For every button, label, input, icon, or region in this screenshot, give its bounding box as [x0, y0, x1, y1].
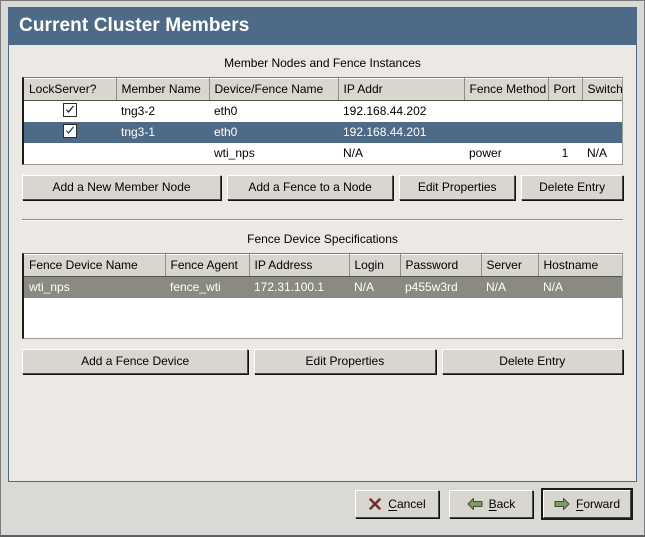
cell-lockserver[interactable] — [24, 100, 116, 122]
member-nodes-body: tng3-2 eth0 192.168.44.202 — [24, 100, 622, 164]
forward-mnemonic: F — [575, 496, 584, 511]
fence-devices-title: Fence Device Specifications — [247, 232, 398, 246]
cell-port[interactable]: 1 — [548, 142, 582, 164]
forward-button[interactable]: Forward — [540, 487, 634, 520]
cell-fence-method[interactable]: power — [464, 142, 548, 164]
edit-properties-button-members[interactable]: Edit Properties — [399, 175, 516, 200]
cell-ip-addr[interactable]: N/A — [338, 142, 464, 164]
cell-device-fence-name[interactable]: eth0 — [209, 121, 338, 143]
column-header-ip-address[interactable]: IP Address — [249, 254, 350, 277]
member-nodes-table-container[interactable]: LockServer? Member Name Device/Fence Nam… — [22, 77, 623, 165]
delete-entry-button-fence[interactable]: Delete Entry — [441, 349, 623, 374]
back-label-rest: ack — [496, 496, 516, 511]
member-nodes-button-row: Add a New Member Node Add a Fence to a N… — [9, 165, 636, 200]
cell-member-name[interactable] — [116, 142, 209, 164]
dialog-titlebar: Current Cluster Members — [8, 7, 637, 45]
cancel-button[interactable]: Cancel — [354, 489, 439, 518]
cell-port[interactable] — [548, 100, 582, 122]
table-row[interactable]: wti_nps N/A power 1 N/A — [24, 142, 622, 164]
cell-ip-addr[interactable]: 192.168.44.202 — [338, 100, 464, 122]
cell-port[interactable] — [548, 121, 582, 143]
cancel-x-icon — [368, 497, 382, 511]
add-fence-to-node-button[interactable]: Add a Fence to a Node — [227, 175, 394, 200]
dialog-content: Member Nodes and Fence Instances — [8, 45, 637, 482]
cell-switch[interactable]: N/A — [582, 142, 622, 164]
fence-devices-body: wti_nps fence_wti 172.31.100.1 N/A p455w… — [24, 276, 622, 298]
cell-server[interactable]: N/A — [481, 276, 538, 298]
column-header-switch[interactable]: Switch — [582, 78, 622, 101]
cancel-label-rest: ancel — [396, 496, 426, 511]
add-fence-device-button[interactable]: Add a Fence Device — [22, 349, 249, 374]
column-header-server[interactable]: Server — [481, 254, 539, 277]
cell-ip-addr[interactable]: 192.168.44.201 — [338, 121, 464, 143]
add-new-member-node-button[interactable]: Add a New Member Node — [22, 175, 222, 200]
cell-member-name[interactable]: tng3-2 — [116, 100, 209, 122]
cell-fence-agent[interactable]: fence_wti — [165, 276, 249, 298]
member-nodes-section: Member Nodes and Fence Instances — [9, 45, 636, 165]
cell-fence-method[interactable] — [464, 121, 548, 143]
delete-entry-button-members[interactable]: Delete Entry — [521, 175, 623, 200]
column-header-lockserver[interactable]: LockServer? — [24, 78, 117, 101]
table-row[interactable]: tng3-1 eth0 192.168.44.201 — [24, 121, 622, 143]
cell-fence-method[interactable] — [464, 100, 548, 122]
fence-devices-button-row: Add a Fence Device Edit Properties Delet… — [9, 339, 636, 374]
fence-devices-section: Fence Device Specifications Fenc — [9, 221, 636, 339]
column-header-fence-method[interactable]: Fence Method — [464, 78, 549, 101]
column-header-login[interactable]: Login — [349, 254, 401, 277]
column-header-member-name[interactable]: Member Name — [116, 78, 210, 101]
cell-lockserver[interactable] — [24, 142, 116, 164]
fence-devices-table: Fence Device Name Fence Agent IP Address… — [24, 254, 622, 298]
forward-label-rest: orward — [583, 496, 620, 511]
table-row[interactable]: wti_nps fence_wti 172.31.100.1 N/A p455w… — [24, 276, 622, 298]
fence-devices-table-container[interactable]: Fence Device Name Fence Agent IP Address… — [22, 253, 623, 339]
column-header-password[interactable]: Password — [400, 254, 482, 277]
column-header-fence-agent[interactable]: Fence Agent — [165, 254, 250, 277]
column-header-ip-addr[interactable]: IP Addr — [338, 78, 465, 101]
member-nodes-title: Member Nodes and Fence Instances — [224, 56, 421, 70]
checkbox-checked-icon[interactable] — [63, 124, 77, 138]
cell-fence-device-name[interactable]: wti_nps — [24, 276, 165, 298]
arrow-right-icon — [554, 497, 570, 511]
cell-device-fence-name[interactable]: wti_nps — [209, 142, 338, 164]
member-nodes-table: LockServer? Member Name Device/Fence Nam… — [24, 78, 622, 164]
back-button[interactable]: Back — [448, 489, 533, 518]
cell-switch[interactable] — [582, 121, 622, 143]
checkbox-checked-icon[interactable] — [63, 103, 77, 118]
section-separator — [22, 219, 623, 221]
dialog-footer: Cancel Back Forward — [1, 482, 644, 535]
cancel-button-label: Cancel — [388, 497, 425, 511]
cell-password[interactable]: p455w3rd — [400, 276, 481, 298]
column-header-port[interactable]: Port — [548, 78, 583, 101]
cell-login[interactable]: N/A — [349, 276, 400, 298]
cell-member-name[interactable]: tng3-1 — [116, 121, 209, 143]
page-title: Current Cluster Members — [19, 15, 250, 36]
cell-lockserver[interactable] — [24, 121, 116, 143]
back-mnemonic: B — [488, 496, 497, 511]
cell-ip-address[interactable]: 172.31.100.1 — [249, 276, 349, 298]
column-header-fence-device-name[interactable]: Fence Device Name — [24, 254, 166, 277]
column-header-device-fence-name[interactable]: Device/Fence Name — [209, 78, 339, 101]
column-header-hostname[interactable]: Hostname — [538, 254, 622, 277]
arrow-left-icon — [467, 497, 483, 511]
table-row[interactable]: tng3-2 eth0 192.168.44.202 — [24, 100, 622, 122]
back-button-label: Back — [489, 497, 516, 511]
edit-properties-button-fence[interactable]: Edit Properties — [254, 349, 436, 374]
cell-hostname[interactable]: N/A — [538, 276, 622, 298]
forward-button-label: Forward — [576, 497, 620, 511]
cell-switch[interactable] — [582, 100, 622, 122]
cell-device-fence-name[interactable]: eth0 — [209, 100, 338, 122]
fence-devices-header-row: Fence Device Name Fence Agent IP Address… — [24, 254, 622, 277]
cancel-mnemonic: C — [388, 496, 397, 511]
member-nodes-header-row: LockServer? Member Name Device/Fence Nam… — [24, 78, 622, 101]
